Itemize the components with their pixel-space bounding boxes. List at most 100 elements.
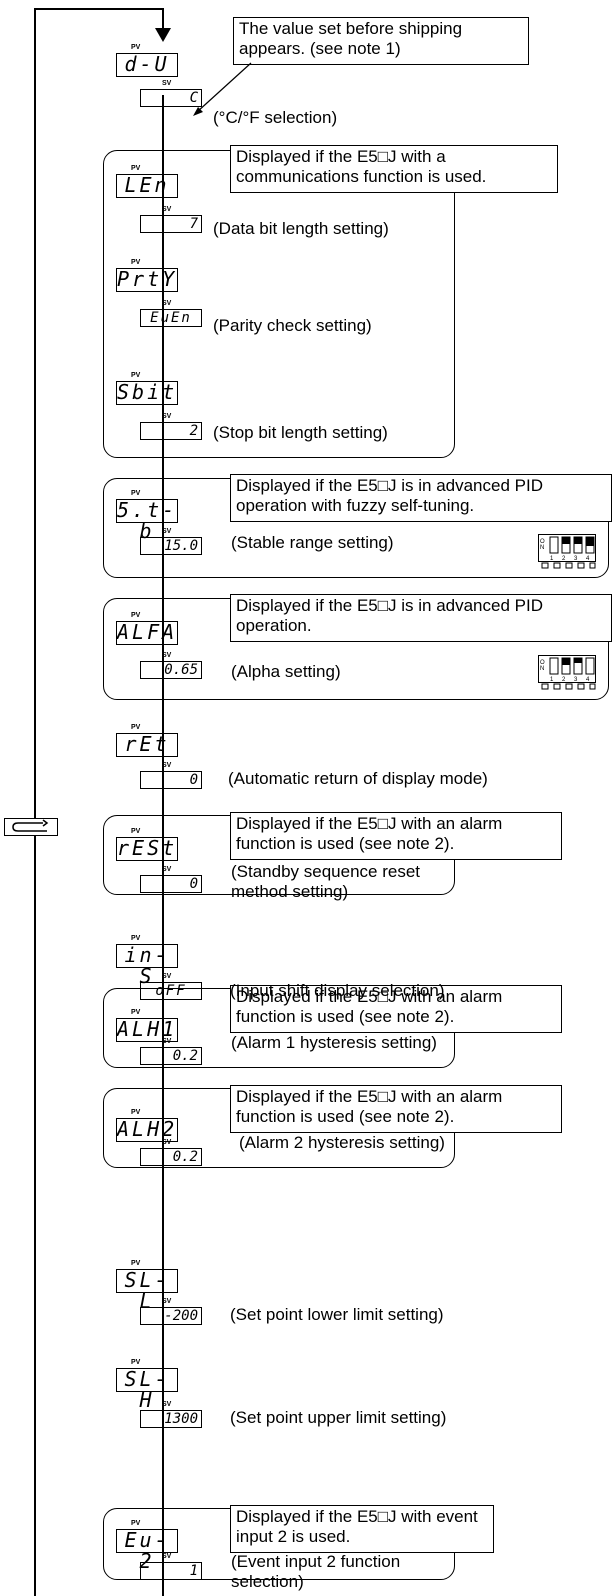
pv-display-d-u: d-U xyxy=(116,53,178,77)
note-communications-text: Displayed if the E5□J with a communicati… xyxy=(236,147,487,186)
pointer-line xyxy=(193,62,252,116)
step-label-rest: (Standby sequence reset method setting) xyxy=(231,862,421,901)
note-alarm-alh1-text: Displayed if the E5□J with an alarm func… xyxy=(236,987,503,1026)
note-alarm-alh1: Displayed if the E5□J with an alarm func… xyxy=(230,985,562,1033)
step-label-alh2: (Alarm 2 hysteresis setting) xyxy=(239,1133,445,1152)
sv-tag: SV xyxy=(162,300,172,307)
dip-switch-fuzzy: O N 1 2 3 4 xyxy=(538,534,596,572)
note-event: Displayed if the E5□J with event input 2… xyxy=(230,1505,494,1553)
sv-tag: SV xyxy=(162,973,172,980)
flow-line-entry xyxy=(162,8,164,38)
dip-switch-icon: O N 1 2 3 4 xyxy=(538,655,596,690)
pv-tag: PV xyxy=(131,1009,141,1016)
pv-tag: PV xyxy=(131,1109,141,1116)
sv-tag: SV xyxy=(162,1298,172,1305)
sv-tag: SV xyxy=(162,1139,172,1146)
sv-display-ev-2: 1 xyxy=(140,1562,202,1580)
svg-text:O: O xyxy=(540,660,545,666)
note-fuzzy-text: Displayed if the E5□J is in advanced PID… xyxy=(236,476,543,515)
dip-switch-icon: O N 1 2 3 4 xyxy=(538,534,596,569)
sv-tag: SV xyxy=(162,762,172,769)
step-label-sl-l: (Set point lower limit setting) xyxy=(230,1305,444,1324)
pv-display-len: LEn xyxy=(116,174,178,198)
step-label-d-u: (°C/°F selection) xyxy=(213,108,338,127)
svg-text:1: 1 xyxy=(550,677,554,683)
step-label-ev-2: (Event input 2 function selection) xyxy=(231,1552,401,1591)
sv-tag: SV xyxy=(162,652,172,659)
sv-display-rest: 0 xyxy=(140,875,202,893)
sv-display-prty: EuEn xyxy=(140,309,202,327)
sv-display-sl-h: 1300 xyxy=(140,1410,202,1428)
pv-display-sbit: Sbit xyxy=(116,380,178,405)
pv-display-in-s: in-S xyxy=(116,944,178,987)
pv-tag: PV xyxy=(131,259,141,266)
sv-display-sl-l: -200 xyxy=(140,1307,202,1325)
note-shipping-text: The value set before shipping appears. (… xyxy=(239,19,463,58)
sv-tag: SV xyxy=(162,1401,172,1408)
pv-tag: PV xyxy=(131,165,141,172)
loop-arrow-icon xyxy=(12,819,49,832)
note-pid-text: Displayed if the E5□J is in advanced PID… xyxy=(236,596,543,635)
loop-key-button[interactable] xyxy=(4,818,58,836)
sv-display-ret: 0 xyxy=(140,771,202,789)
pv-tag: PV xyxy=(131,612,141,619)
sv-display-alfa: 0.65 xyxy=(140,661,202,679)
sv-tag: SV xyxy=(162,80,172,87)
step-label-ret: (Automatic return of display mode) xyxy=(228,769,488,788)
sv-display-st-b: 15.0 xyxy=(140,537,202,555)
sv-display-in-s: oFF xyxy=(140,982,202,1000)
pv-tag: PV xyxy=(131,372,141,379)
pv-tag: PV xyxy=(131,1520,141,1527)
pv-display-st-b: 5.t-b xyxy=(116,498,178,543)
pv-tag: PV xyxy=(131,1359,141,1366)
flow-line xyxy=(162,95,164,1596)
step-label-sbit: (Stop bit length setting) xyxy=(213,423,388,442)
pv-display-alh2: ALH2 xyxy=(116,1117,178,1142)
step-label-in-s: (Input shift display selection) xyxy=(230,981,445,1000)
step-label-prty: (Parity check setting) xyxy=(213,316,372,335)
step-label-alh1: (Alarm 1 hysteresis setting) xyxy=(231,1033,437,1052)
note-communications: Displayed if the E5□J with a communicati… xyxy=(230,145,558,193)
svg-text:4: 4 xyxy=(586,556,590,562)
svg-text:N: N xyxy=(540,666,544,672)
pv-display-rest: rESt xyxy=(116,836,178,861)
pv-tag: PV xyxy=(131,935,141,942)
pv-display-ev-2: Eu-2 xyxy=(116,1529,178,1572)
note-alarm-alh2-text: Displayed if the E5□J with an alarm func… xyxy=(236,1087,503,1126)
note-alarm-alh2: Displayed if the E5□J with an alarm func… xyxy=(230,1085,562,1133)
step-label-sl-h: (Set point upper limit setting) xyxy=(230,1408,447,1427)
svg-text:4: 4 xyxy=(586,677,590,683)
svg-text:2: 2 xyxy=(562,677,566,683)
loop-line-top xyxy=(34,8,163,10)
sv-display-len: 7 xyxy=(140,215,202,233)
svg-text:2: 2 xyxy=(562,556,566,562)
svg-text:1: 1 xyxy=(550,556,554,562)
down-arrow-icon xyxy=(155,28,171,42)
sv-tag: SV xyxy=(162,1038,172,1045)
sv-display-alh1: 0.2 xyxy=(140,1047,202,1065)
sv-tag: SV xyxy=(162,866,172,873)
pv-display-alfa: ALFA xyxy=(116,620,178,645)
sv-tag: SV xyxy=(162,528,172,535)
loop-line-left xyxy=(34,8,36,1596)
sv-tag: SV xyxy=(162,413,172,420)
note-alarm-rest: Displayed if the E5□J with an alarm func… xyxy=(230,812,562,860)
pv-display-sl-h: SL-H xyxy=(116,1368,178,1411)
pv-display-alh1: ALH1 xyxy=(116,1017,178,1042)
pv-tag: PV xyxy=(131,44,141,51)
note-alarm-rest-text: Displayed if the E5□J with an alarm func… xyxy=(236,814,503,853)
svg-text:N: N xyxy=(540,545,544,551)
pv-display-sl-l: SL-L xyxy=(116,1269,178,1312)
note-fuzzy: Displayed if the E5□J is in advanced PID… xyxy=(230,474,612,522)
note-shipping: The value set before shipping appears. (… xyxy=(233,17,529,65)
pv-tag: PV xyxy=(131,724,141,731)
note-pid: Displayed if the E5□J is in advanced PID… xyxy=(230,594,612,642)
sv-display-d-u: C xyxy=(140,89,202,107)
pv-tag: PV xyxy=(131,828,141,835)
sv-tag: SV xyxy=(162,206,172,213)
svg-text:O: O xyxy=(540,539,545,545)
sv-display-sbit: 2 xyxy=(140,422,202,440)
svg-text:3: 3 xyxy=(574,556,578,562)
svg-text:3: 3 xyxy=(574,677,578,683)
note-event-text: Displayed if the E5□J with event input 2… xyxy=(236,1507,478,1546)
